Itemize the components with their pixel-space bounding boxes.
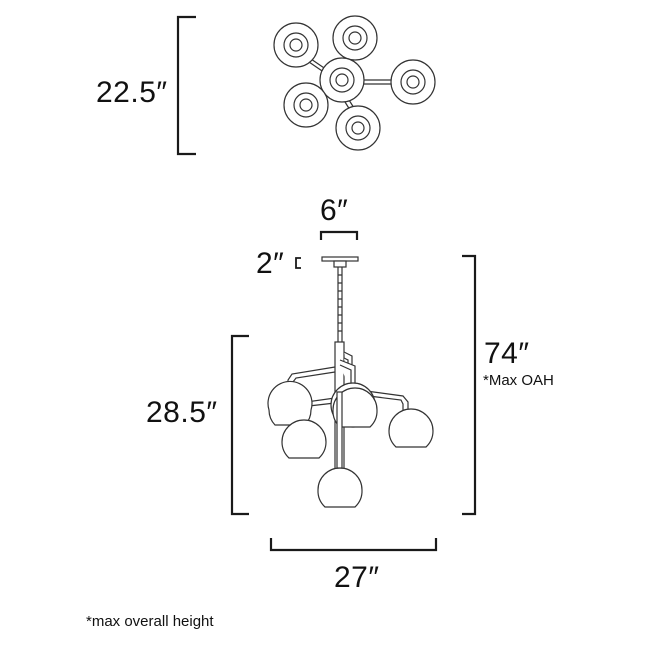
- canopy-width-bracket: [319, 230, 359, 240]
- footnote: *max overall height: [86, 613, 214, 630]
- canopy-width-label: 6″: [320, 194, 349, 227]
- top-view-dimension-label: 22.5″: [96, 76, 168, 109]
- top-view-bracket: [176, 15, 196, 156]
- top-shade: [390, 59, 436, 105]
- top-shade: [283, 82, 329, 128]
- fixture-height-label: 28.5″: [146, 396, 218, 429]
- top-view-fixture: [273, 15, 436, 151]
- globe-shade: [317, 467, 363, 508]
- top-shade: [319, 57, 365, 103]
- globe-shade: [388, 408, 434, 448]
- top-shade: [273, 22, 319, 68]
- chain: [337, 267, 343, 342]
- canopy-height-bracket: [295, 257, 301, 269]
- fixture-width-label: 27″: [334, 561, 380, 594]
- top-shade: [335, 105, 381, 151]
- overall-height-bracket: [462, 254, 477, 516]
- fixture-width-bracket: [269, 538, 438, 552]
- canopy: [321, 256, 359, 262]
- top-shade: [332, 15, 378, 61]
- overall-height-note: *Max OAH: [483, 372, 554, 389]
- globe-shade: [281, 419, 327, 459]
- overall-height-label: 74″: [484, 337, 530, 370]
- canopy-height-label: 2″: [256, 247, 285, 280]
- fixture-height-bracket: [230, 334, 249, 516]
- side-view-fixture: [267, 256, 434, 508]
- globe-shade: [267, 380, 313, 426]
